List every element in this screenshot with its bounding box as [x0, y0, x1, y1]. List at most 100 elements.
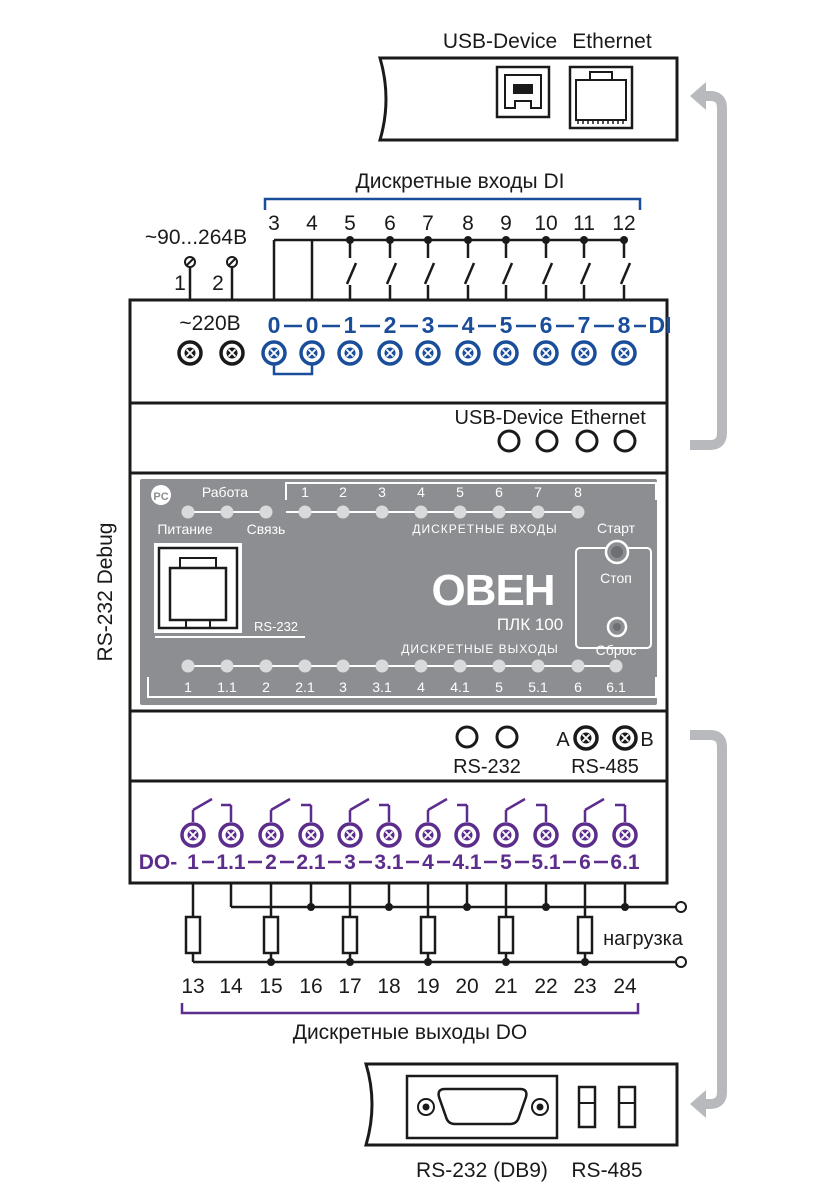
do-screw-terminal — [337, 822, 363, 848]
top-ethernet-label: Ethernet — [572, 30, 652, 53]
top-usb-label: USB-Device — [443, 30, 557, 53]
do-led — [220, 659, 234, 673]
do-led — [453, 659, 467, 673]
do-led-number: 2.1 — [295, 679, 315, 695]
di-terminal-number: 7 — [422, 212, 434, 235]
di-terminal-number: 12 — [612, 212, 635, 235]
do-junction-dot — [424, 958, 432, 966]
stop-label: Стоп — [600, 570, 632, 586]
rj45-port-icon — [568, 65, 634, 130]
rs232-wire-hole — [495, 725, 519, 749]
load-resistor-icon — [419, 915, 437, 955]
do-terminal-number: 20 — [455, 975, 478, 998]
db9-connector-icon — [405, 1074, 559, 1140]
di-suffix-label: DI — [649, 312, 672, 338]
di-screw-terminal — [337, 340, 363, 366]
bottom-rs485-label: RS-485 — [571, 1159, 642, 1182]
do-terminal-number: 14 — [219, 975, 243, 998]
di-screw-terminal — [299, 340, 325, 366]
top-module: USB-Device Ethernet — [377, 30, 679, 142]
di-led — [453, 505, 467, 519]
led-work — [220, 505, 234, 519]
di-row-label: 0 — [268, 312, 281, 338]
do-terminal-number: 24 — [613, 975, 637, 998]
rs232-jack-icon[interactable] — [154, 543, 242, 633]
power-wiring: ~90...264В 1 2 — [145, 226, 247, 300]
led-power-label: Питание — [157, 521, 212, 537]
do-junction-dot — [463, 903, 471, 911]
do-led — [298, 659, 312, 673]
do-terminal-number: 21 — [494, 975, 517, 998]
do-screw-terminal — [572, 822, 598, 848]
do-led-number: 6.1 — [606, 679, 626, 695]
do-led-number: 4.1 — [450, 679, 470, 695]
led-power — [181, 505, 195, 519]
di-led — [414, 505, 428, 519]
do-junction-dot — [502, 958, 510, 966]
di-terminal-number: 10 — [534, 212, 557, 235]
di-led — [571, 505, 585, 519]
di-row-label: 4 — [462, 312, 475, 338]
eth-wire-hole — [575, 429, 599, 453]
di-led-number: 1 — [301, 484, 309, 500]
rs232-wire-hole — [455, 725, 479, 749]
certification-mark-icon: PC — [151, 485, 171, 505]
di-row-label: 7 — [578, 312, 591, 338]
do-led — [259, 659, 273, 673]
connection-arrow-bottom — [690, 730, 727, 1118]
rs485-a-label: A — [556, 729, 570, 751]
rs232-debug-label: RS-232 Debug — [94, 523, 117, 662]
do-caption: ДИСКРЕТНЫЕ ВЫХОДЫ — [401, 642, 558, 656]
di-row-label: 2 — [384, 312, 397, 338]
usb-wire-hole — [535, 429, 559, 453]
do-screw-terminal — [454, 822, 480, 848]
power-range-label: ~90...264В — [145, 226, 247, 249]
do-row-label: 3.1 — [374, 851, 404, 874]
do-screw-terminal — [258, 822, 284, 848]
rs485-b-screw — [612, 725, 638, 751]
reset-label: Сброс — [596, 642, 637, 658]
rs485-b-label: B — [640, 729, 653, 751]
di-led — [336, 505, 350, 519]
di-led-number: 4 — [417, 484, 425, 500]
rs485-a-screw — [573, 725, 599, 751]
rs232-jack-label: RS-232 — [254, 619, 298, 634]
do-row-label: 2 — [265, 851, 277, 874]
di-screw-terminal — [493, 340, 519, 366]
do-row-label: 5.1 — [531, 851, 561, 874]
di-switch-contact — [385, 262, 398, 285]
do-led — [531, 659, 545, 673]
do-led — [571, 659, 585, 673]
power-screw-terminal — [177, 340, 203, 366]
do-relay-contact — [192, 797, 213, 812]
do-terminal-number: 19 — [416, 975, 439, 998]
di-switch-contact — [619, 262, 632, 285]
do-led-number: 4 — [417, 679, 425, 695]
di-row-label: 1 — [344, 312, 357, 338]
do-junction-dot — [346, 958, 354, 966]
do-screw-terminal — [376, 822, 402, 848]
brand-text: ОВЕН — [431, 566, 554, 615]
di-terminal-number: 9 — [500, 212, 512, 235]
led-link-label: Связь — [247, 521, 286, 537]
do-screw-terminal — [612, 822, 638, 848]
di-led-number: 6 — [495, 484, 503, 500]
di-led — [492, 505, 506, 519]
do-row-label: 2.1 — [296, 851, 326, 874]
model-label: ПЛК 100 — [497, 615, 563, 634]
do-screw-terminal — [493, 822, 519, 848]
do-junction-dot — [307, 903, 315, 911]
comm-rs232-label: RS-232 — [453, 756, 521, 778]
outputs-title: Дискретные выходы DO — [293, 1021, 528, 1044]
do-screw-terminal — [533, 822, 559, 848]
do-relay-contact — [505, 797, 526, 812]
do-led — [181, 659, 195, 673]
di-screw-terminal — [261, 340, 287, 366]
do-row-label: 5 — [500, 851, 512, 874]
do-terminal-number: 17 — [338, 975, 361, 998]
do-led-number: 5.1 — [528, 679, 548, 695]
do-screw-terminal — [180, 822, 206, 848]
load-label: нагрузка — [603, 928, 684, 950]
load-terminal-top — [675, 901, 687, 913]
